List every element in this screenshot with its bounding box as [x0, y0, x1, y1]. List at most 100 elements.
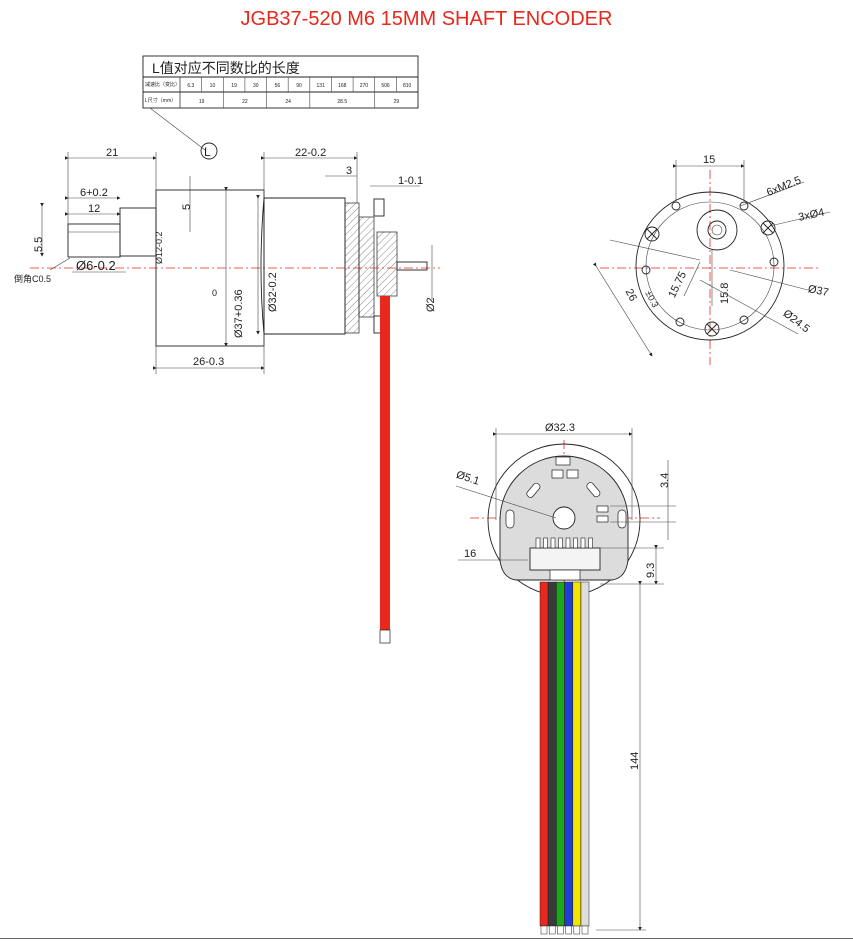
encoder-disc-side: [376, 231, 398, 297]
dim-21: 21: [106, 147, 118, 159]
wire-tip: [540, 925, 548, 935]
ratio-row-label: 减速比（变比）: [145, 81, 180, 88]
m2-5-hole: [675, 317, 685, 327]
motor-can: [263, 197, 346, 335]
m4-screw-3: [704, 321, 720, 337]
length-cell: 19: [199, 99, 205, 105]
dim-3-4: 3.4: [659, 473, 671, 488]
connector-pin: [573, 537, 578, 549]
length-cell: 24: [285, 99, 291, 105]
hall-sensor-1: [555, 456, 571, 466]
wire-tip: [565, 925, 572, 935]
side-view: 21 22-0.2 3 1-0.1 6+0.2 12 5 5.5 Ø12-0.2…: [14, 147, 440, 644]
dim-26-front-tol: ±0.3: [643, 289, 660, 309]
wire: [580, 581, 590, 927]
ratio-cell: 90: [296, 83, 302, 89]
rear-cap: [344, 202, 360, 334]
connector-pin: [543, 537, 548, 549]
dim-5-5: 5.5: [33, 237, 45, 252]
red-wire: [380, 296, 390, 631]
connector-pin: [558, 537, 563, 549]
dim-dia32-3: Ø32.3: [545, 422, 575, 434]
output-boss: [696, 209, 738, 251]
ratio-cell: 56: [275, 83, 281, 89]
ratio-cell: 131: [316, 83, 325, 89]
gearbox-face-outer: [635, 191, 785, 341]
encoder-view: Ø32.3 Ø5.1 3.4 16 9.3 144: [455, 422, 676, 935]
front-view: 15 6xM2.5 3xØ4 15.75 15.8 26 ±0.3 Ø37 Ø2…: [592, 154, 831, 365]
dim-12: 12: [88, 203, 100, 215]
ratio-length-table: L值对应不同数比的长度 减速比（变比） L尺寸（mm） 6.3 10 19 30 56 9…: [142, 55, 419, 160]
dim-22: 22-0.2: [295, 147, 326, 159]
m2-5-hole: [671, 201, 681, 211]
ratio-cell: 6.3: [187, 83, 194, 89]
drawing-title: JGB37-520 M6 15MM SHAFT ENCODER: [240, 8, 613, 30]
length-cell: 22: [242, 99, 248, 105]
wire: [547, 581, 557, 927]
output-shaft: [67, 223, 121, 258]
ratio-cell: 19: [231, 83, 237, 89]
connector-pin: [588, 537, 593, 549]
dim-5: 5: [181, 204, 193, 210]
dim-15-8: 15.8: [719, 283, 731, 304]
dim-26: 26-0.3: [193, 356, 224, 368]
dim-15: 15: [703, 154, 715, 166]
dim-dia6: Ø6-0.2: [76, 258, 116, 273]
dim-dia5-1: Ø5.1: [455, 469, 481, 488]
output-shaft-d: [707, 220, 727, 240]
ratio-cell: 10: [210, 83, 216, 89]
dim-dia37: Ø37+0.36: [233, 289, 245, 338]
wire: [556, 581, 565, 927]
dim-6xm2-5: 6xM2.5: [765, 174, 803, 199]
dim-1: 1-0.1: [398, 175, 423, 187]
wire-tip: [573, 925, 581, 935]
bottom-border: [0, 938, 853, 939]
dim-144: 144: [629, 752, 641, 770]
ratio-cell: 30: [253, 83, 259, 89]
m4-screw-2: [760, 220, 776, 236]
wire-tip: [581, 925, 589, 935]
length-cell: 29: [394, 99, 400, 105]
dim-dia12: Ø12-0.2: [154, 231, 164, 264]
connector-header: [529, 547, 601, 571]
dim-3xdia4: 3xØ4: [797, 207, 825, 224]
ratio-cell: 506: [381, 83, 390, 89]
dim-16: 16: [464, 548, 476, 560]
chamfer-note: 倒角C0.5: [14, 273, 51, 284]
hall-sensor-2: [596, 505, 609, 513]
dim-3: 3: [346, 165, 352, 177]
dim-dia2: Ø2: [425, 297, 437, 312]
wire: [564, 581, 573, 927]
wire-tip: [548, 925, 556, 935]
dim-6: 6+0.2: [80, 187, 108, 199]
dim-9-3: 9.3: [645, 563, 657, 578]
length-cell: 28.5: [337, 99, 347, 105]
shaft-hole: [552, 506, 576, 530]
connector-pin: [580, 537, 586, 549]
gearbox-bushing: [119, 207, 157, 257]
ratio-cell: 168: [338, 83, 347, 89]
dim-dia37-front: Ø37: [807, 283, 830, 299]
dim-dia37-tol-low: 0: [212, 288, 217, 298]
m2-5-hole: [769, 257, 779, 267]
m2-5-hole: [739, 315, 749, 325]
l-marker: L: [204, 145, 211, 159]
rear-shaft: [396, 261, 428, 271]
wire-bundle: [539, 581, 590, 935]
m4-screw-1: [644, 226, 660, 242]
dim-26-front: 26: [623, 287, 639, 303]
connector-pin: [535, 537, 541, 549]
wire-tip: [557, 925, 564, 935]
dim-dia24-5: Ø24.5: [781, 308, 812, 336]
wire: [539, 581, 549, 927]
connector-pin: [550, 537, 556, 549]
wire: [572, 581, 582, 927]
connector-pin: [565, 537, 571, 549]
l-marker-circle: [200, 142, 218, 160]
dim-dia32: Ø32-0.2: [267, 272, 279, 312]
ratio-cell: 270: [360, 83, 369, 89]
table-header: L值对应不同数比的长度: [152, 60, 300, 76]
length-row-label: L尺寸（mm）: [145, 97, 176, 104]
dim-15-75: 15.75: [666, 270, 689, 300]
